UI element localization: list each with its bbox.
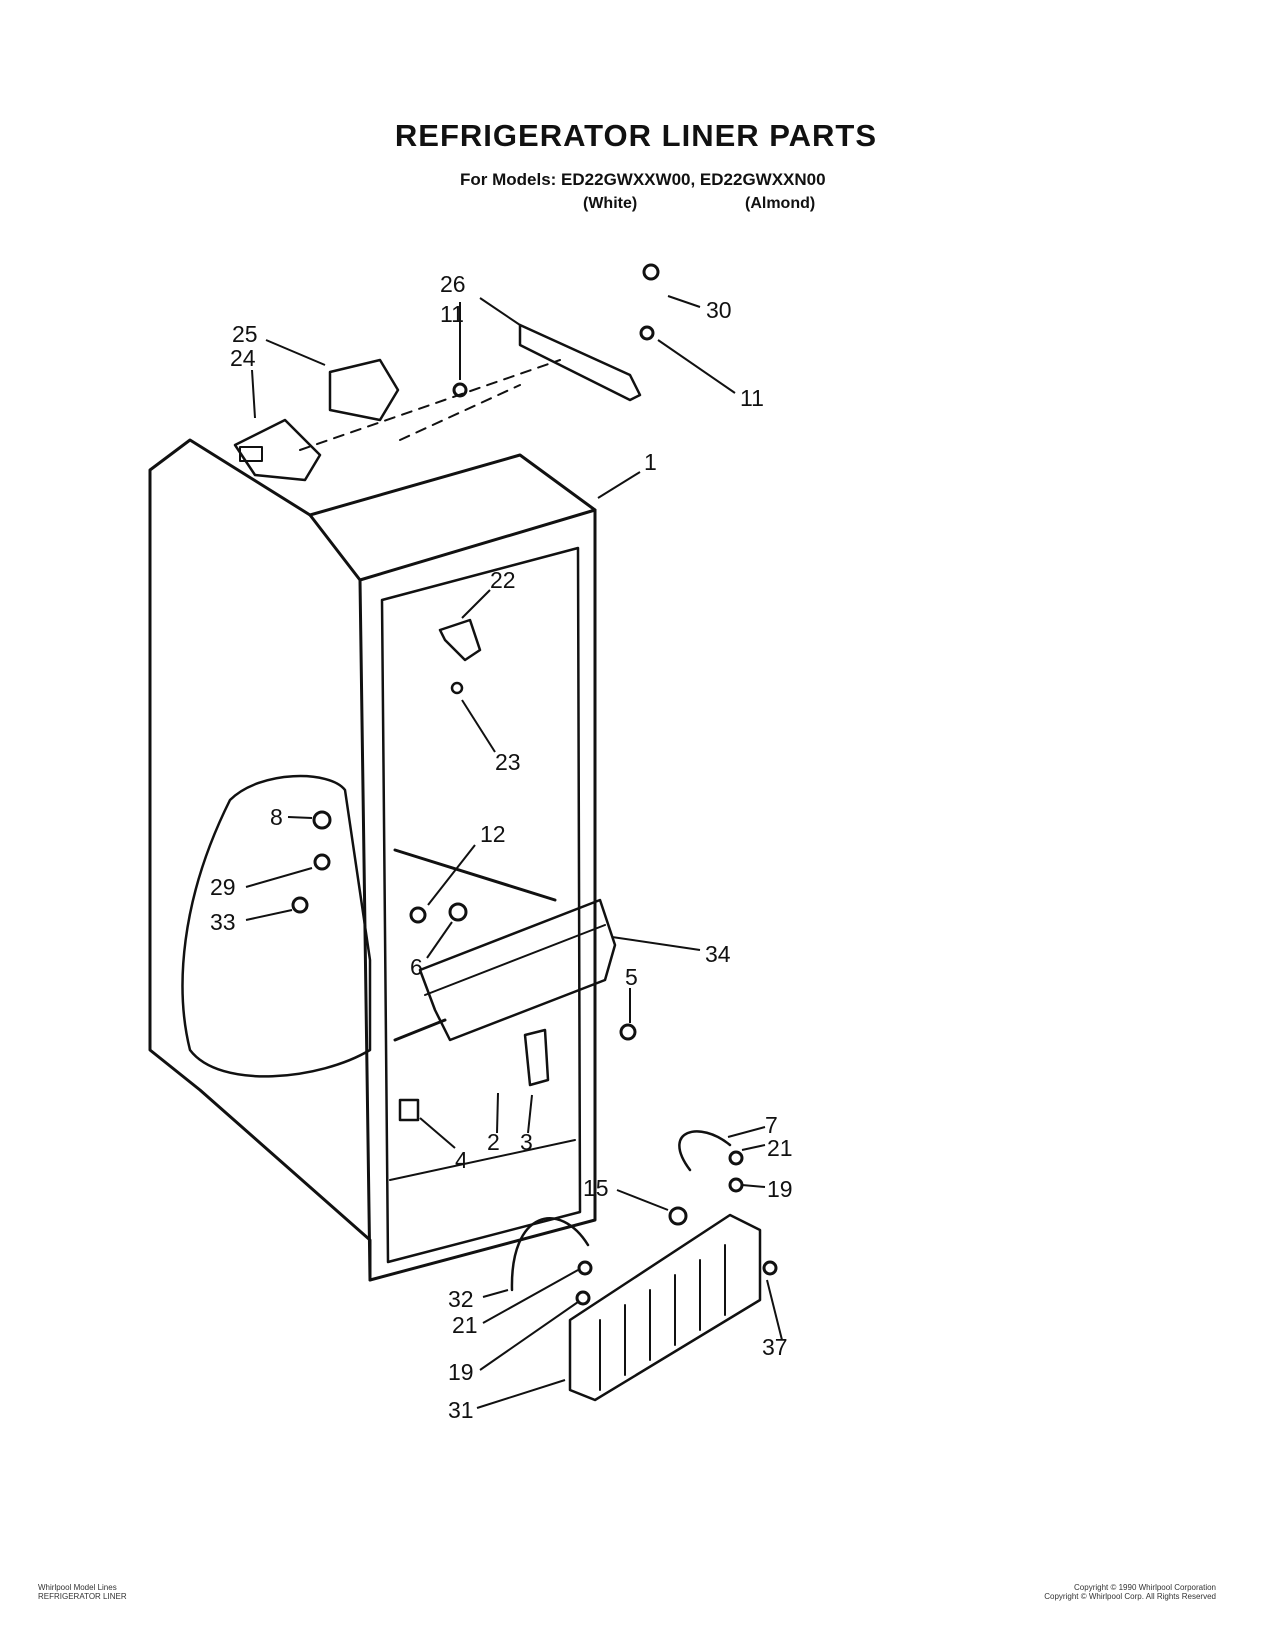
footer-left-line-1: Whirlpool Model Lines (38, 1583, 117, 1592)
footer-left: Whirlpool Model Lines REFRIGERATOR LINER (38, 1583, 127, 1601)
callout-12: 12 (480, 821, 506, 847)
callout-22: 22 (490, 567, 516, 593)
callout-labels: 1 2 3 4 5 6 7 8 11 11 12 15 19 19 21 21 … (210, 271, 793, 1423)
finish-white: (White) (583, 195, 638, 212)
callout-11b: 11 (740, 385, 764, 411)
callout-26: 26 (440, 271, 466, 297)
callout-2: 2 (487, 1129, 500, 1155)
callout-29: 29 (210, 874, 236, 900)
callout-1: 1 (644, 449, 657, 475)
callout-31: 31 (448, 1397, 474, 1423)
side-cutout (181, 774, 372, 1078)
finish-almond: (Almond) (745, 195, 816, 212)
callout-24: 24 (230, 345, 256, 371)
callout-19a: 19 (767, 1176, 793, 1202)
footer-right: Copyright © 1990 Whirlpool Corporation C… (1044, 1583, 1216, 1601)
models-line: For Models: ED22GWXXW00, ED22GWXXN00 (460, 170, 826, 189)
top-channel (518, 323, 642, 402)
callout-6: 6 (410, 954, 423, 980)
leader-lines (245, 295, 783, 1409)
callout-3: 3 (520, 1129, 533, 1155)
callout-30: 30 (706, 297, 732, 323)
control-bracket (328, 358, 400, 422)
footer-right-line-2: Copyright © Whirlpool Corp. All Rights R… (1044, 1592, 1216, 1601)
callout-23: 23 (495, 749, 521, 775)
callout-4: 4 (455, 1147, 468, 1173)
page-title: REFRIGERATOR LINER PARTS (394, 118, 878, 153)
callout-32: 32 (448, 1286, 474, 1312)
callout-25: 25 (232, 321, 258, 347)
callout-15: 15 (583, 1175, 609, 1201)
callout-19b: 19 (448, 1359, 474, 1385)
shelf-rail (418, 898, 617, 1042)
drain-trough (568, 1213, 762, 1402)
callout-34: 34 (705, 941, 731, 967)
footer-right-line-1: Copyright © 1990 Whirlpool Corporation (1074, 1583, 1216, 1592)
callout-7: 7 (765, 1112, 778, 1138)
footer-left-line-2: REFRIGERATOR LINER (38, 1592, 127, 1601)
callout-5: 5 (625, 964, 638, 990)
callout-21b: 21 (452, 1312, 478, 1338)
control-box (233, 418, 322, 482)
callout-21a: 21 (767, 1135, 793, 1161)
callout-8: 8 (270, 804, 283, 830)
callout-11a: 11 (440, 301, 464, 327)
callout-33: 33 (210, 909, 236, 935)
callout-37: 37 (762, 1334, 788, 1360)
liner-cabinet (148, 438, 597, 1282)
